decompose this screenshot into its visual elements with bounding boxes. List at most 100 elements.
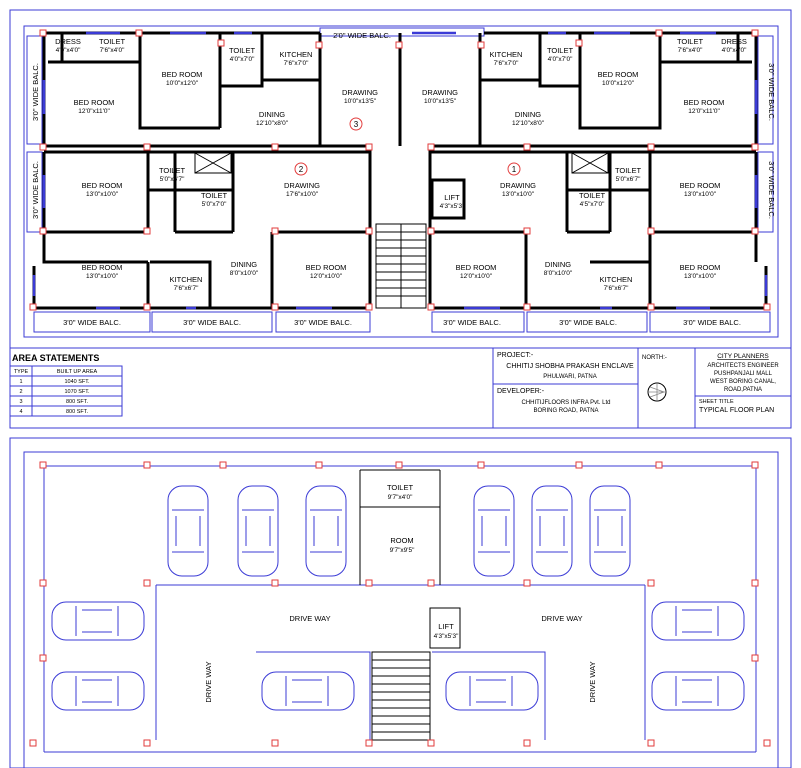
developer-location: BORING ROAD, PATNA [533,408,598,414]
room-name: KITCHEN [170,275,203,284]
room-dim: 7'6"x7'0" [284,60,309,67]
room-dim: 8'0"x10'0" [544,270,573,277]
parking-columns [29,461,771,747]
car-icon [237,485,279,577]
room-dim: 13'0"x10'0" [684,191,717,198]
room-dim: 5'0"x7'0" [202,201,227,208]
room-dim: 5'0"x6'7" [160,176,185,183]
room-name: TOILET [201,191,228,200]
room-name: LIFT [438,622,454,631]
flat-number: 1 [512,165,517,174]
room-dim: 4'3"x5'3" [440,203,465,210]
room-dim: 13'0"x10'0" [86,191,119,198]
room-dim: 10'0"x13'5" [344,98,377,105]
balcony-label: 3'0" WIDE BALC. [183,318,241,327]
room-dim: 13'0"x10'0" [86,273,119,280]
room-dim: 4'0"x7'0" [548,56,573,63]
parked-cars [51,485,745,711]
planners-title: CITY PLANNERS [717,353,769,360]
area-table-cell: 3 [19,399,22,405]
area-table-cell: 800 SFT. [66,409,88,415]
room-name: DRAWING [500,181,536,190]
balcony-labels: 2'0" WIDE BALC. 3'0" WIDE BALC. 3'0" WID… [31,31,776,327]
structural-columns [29,29,771,311]
area-table-cell: 1070 SFT. [64,389,90,395]
room-name: BED ROOM [598,70,639,79]
room-dim: 7'6"x4'0" [100,47,125,54]
room-name: DINING [231,260,257,269]
balcony-label: 3'0" WIDE BALC. [683,318,741,327]
project-name: CHHITIJ SHOBHA PRAKASH ENCLAVE [506,363,634,370]
room-name: ROOM [390,536,413,545]
planners-line: PUSHPANJALI MALL [714,371,773,377]
room-name: DRESS [721,37,747,46]
balcony-label: 3'0" WIDE BALC. [559,318,617,327]
room-name: BED ROOM [306,263,347,272]
room-name: BED ROOM [82,263,123,272]
area-table-header: TYPE [14,369,29,375]
project-location: PHULWARI, PATNA [543,374,596,380]
typical-floor-plan: DRESS 4'0"x4'0" TOILET 7'6"x4'0" BED ROO… [9,9,792,429]
room-dim: 4'0"x4'0" [722,47,747,54]
room-dim: 12'0"x10'0" [310,273,343,280]
area-table-cell: 4 [19,409,22,415]
room-name: DINING [545,260,571,269]
room-name: BED ROOM [680,263,721,272]
room-dim: 13'0"x10'0" [502,191,535,198]
room-dim: 7'6"x6'7" [604,285,629,292]
balcony-label: 3'0" WIDE BALC. [767,161,776,219]
room-dim: 12'0"x10'0" [460,273,493,280]
balcony-label: 3'0" WIDE BALC. [31,161,40,219]
room-name: TOILET [547,46,574,55]
balcony-label: 3'0" WIDE BALC. [767,63,776,121]
driveway-label: DRIVE WAY [541,614,582,623]
room-dim: 7'6"x7'0" [494,60,519,67]
driveway-label: DRIVE WAY [289,614,330,623]
north-arrow-icon [647,382,667,402]
room-name: TOILET [387,483,414,492]
room-dim: 10'0"x12'0" [602,80,635,87]
sheet-title-label: SHEET TITLE [699,399,734,405]
room-name: KITCHEN [280,50,313,59]
room-name: DRAWING [342,88,378,97]
room-dim: 4'0"x4'0" [56,47,81,54]
balcony-label: 2'0" WIDE BALC. [333,31,391,40]
room-dim: 12'10"x8'0" [512,120,545,127]
area-table-header: BUILT UP AREA [57,369,98,375]
car-icon [651,601,745,641]
flat-number: 2 [299,165,304,174]
room-dim: 7'6"x4'0" [678,47,703,54]
room-name: TOILET [677,37,704,46]
room-dim: 17'6"x10'0" [286,191,319,198]
title-block: AREA STATEMENTS TYPE BUILT UP AREA 1 104… [9,347,792,429]
driveway-label: DRIVE WAY [588,661,597,702]
area-statements-title: AREA STATEMENTS [12,353,99,363]
planners-line: WEST BORING CANAL, [710,379,776,385]
room-name: KITCHEN [600,275,633,284]
room-name: DRAWING [422,88,458,97]
room-name: BED ROOM [680,181,721,190]
room-name: TOILET [99,37,126,46]
flat-number: 3 [354,120,359,129]
room-name: DINING [259,110,285,119]
car-icon [531,485,573,577]
room-name: DRESS [55,37,81,46]
room-dim: 4'0"x7'0" [230,56,255,63]
room-dim: 4'5"x7'0" [580,201,605,208]
area-table-cell: 1 [19,379,22,385]
room-name: TOILET [159,166,186,175]
room-name: KITCHEN [490,50,523,59]
room-labels: DRESS 4'0"x4'0" TOILET 7'6"x4'0" BED ROO… [55,37,747,292]
room-dim: 5'0"x6'7" [616,176,641,183]
room-name: BED ROOM [74,98,115,107]
planners-line: ARCHITECTS ENGINEER [707,363,779,369]
flat-markers: 1 2 3 [294,117,521,176]
project-label: PROJECT:- [497,352,534,359]
driveway-label: DRIVE WAY [204,661,213,702]
room-name: TOILET [579,191,606,200]
room-dim: 9'7"x4'0" [388,494,413,501]
parking-plan: TOILET 9'7"x4'0" ROOM 9'7"x9'5" LIFT 4'3… [9,437,792,768]
room-dim: 7'6"x6'7" [174,285,199,292]
room-name: BED ROOM [684,98,725,107]
car-icon [305,485,347,577]
